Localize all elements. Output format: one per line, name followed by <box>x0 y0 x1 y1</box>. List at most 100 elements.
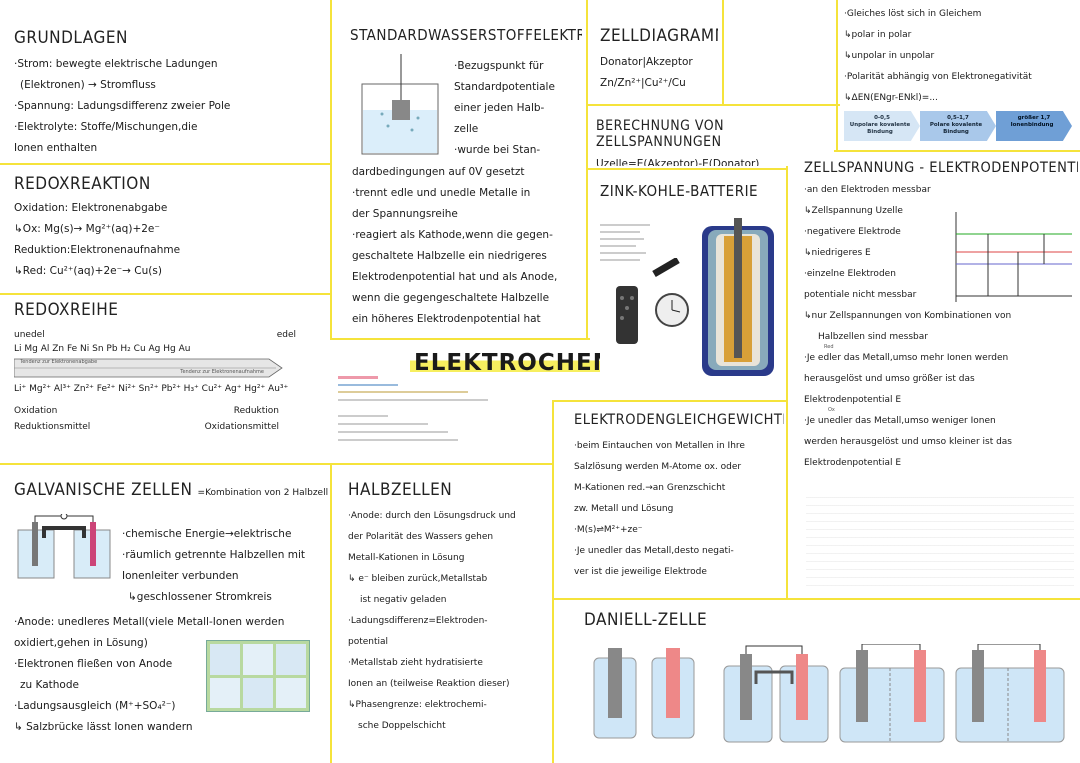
reduktionsmittel-label: Reduktionsmittel <box>14 422 91 432</box>
faint-table <box>806 490 1074 590</box>
zink-heading: ZINK-KOHLE-BATTERIE <box>600 182 759 200</box>
standard-line: ·trennt edle und unedle Metalle in <box>352 187 531 199</box>
redoxreaktion-line: ↳Ox: Mg(s)→ Mg²⁺(aq)+2e⁻ <box>14 223 160 235</box>
halbzellen-line: potential <box>348 637 389 647</box>
gleichgewichte-line: M-Kationen red.→an Grenzschicht <box>574 483 726 493</box>
zelldiagramm-line: Zn/Zn²⁺|Cu²⁺/Cu <box>600 77 686 89</box>
potential-diagram-icon <box>955 212 1072 302</box>
halbzellen-line: ↳ e⁻ bleiben zurück,Metallstab <box>348 574 488 584</box>
divider <box>330 463 332 763</box>
galvanische-line: ·Anode: unedleres Metall(viele Metall-Io… <box>14 616 285 628</box>
zellspannung-line: Elektrodenpotential E <box>804 395 902 405</box>
zellspannung-heading: ZELLSPANNUNG - ELEKTRODENPOTENTIAL <box>804 160 1078 176</box>
divider <box>786 150 1080 152</box>
scale-step: 0-0,5 Unpolare kovalente Bindung <box>844 111 920 141</box>
standard-line: dardbedingungen auf 0V gesetzt <box>352 166 525 178</box>
halbzellen-line: ·Ladungsdifferenz=Elektroden- <box>348 616 488 626</box>
zellspannung-line: ·Je edler das Metall,umso mehr Ionen wer… <box>804 353 1009 363</box>
grundlagen-line: ·Spannung: Ladungsdifferenz zweier Pole <box>14 100 231 112</box>
redoxreihe-panel: REDOXREIHE unedel edel Li Mg Al Zn Fe Ni… <box>14 300 324 460</box>
divider <box>0 463 552 465</box>
flashlight-remote-clock-icon <box>616 258 689 344</box>
scale-step: größer 1,7 Ionenbindung <box>996 111 1072 141</box>
polar-line: ↳polar in polar <box>844 30 912 40</box>
grundlagen-line: Ionen enthalten <box>14 142 98 154</box>
grundlagen-line: ·Elektrolyte: Stoffe/Mischungen,die <box>14 121 198 133</box>
galvanische-line: zu Kathode <box>20 679 79 691</box>
gleichgewichte-line: ·M(s)⇌M²⁺+ze⁻ <box>574 525 643 535</box>
gleichgewichte-line: ver ist die jeweilige Elektrode <box>574 567 707 577</box>
tendency-ox-label: Tendenz zur Elektronenabgabe <box>20 359 98 365</box>
gleichgewichte-line: Salzlösung werden M-Atome ox. oder <box>574 462 742 472</box>
divider <box>0 163 330 165</box>
zelldiagramm-line: Donator|Akzeptor <box>600 56 693 68</box>
standard-line: der Spannungsreihe <box>352 208 458 220</box>
standard-panel: STANDARDWASSERSTOFFELEKTRODE ·Bezugspunk… <box>350 26 582 336</box>
standard-right-line: einer jeden Halb- <box>454 102 545 114</box>
divider <box>552 400 554 763</box>
divider <box>0 293 330 295</box>
divider <box>552 400 788 402</box>
zelldiagramm-panel: ZELLDIAGRAMM Donator|Akzeptor Zn/Zn²⁺|Cu… <box>600 26 718 102</box>
unedel-label: unedel <box>14 330 45 340</box>
standard-line: Elektrodenpotential hat und als Anode, <box>352 271 558 283</box>
galvanische-right-line: ·chemische Energie→elektrische <box>122 528 292 540</box>
scale-step: 0,5-1,7 Polare kovalente Bindung <box>920 111 996 141</box>
metal-series: Li Mg Al Zn Fe Ni Sn Pb H₂ Cu Ag Hg Au <box>14 344 191 354</box>
gleichgewichte-line: ·beim Eintauchen von Metallen in Ihre <box>574 441 745 451</box>
halbzellen-line: der Polarität des Wassers gehen <box>348 532 494 542</box>
divider <box>786 150 788 598</box>
halbzellen-panel: HALBZELLEN ·Anode: durch den Lösungsdruc… <box>348 480 550 760</box>
oxidationsmittel-label: Oxidationsmittel <box>204 422 279 432</box>
redoxreaktion-panel: REDOXREAKTION Oxidation: Elektronenabgab… <box>14 174 324 290</box>
standard-heading: STANDARDWASSERSTOFFELEKTRODE <box>350 26 582 44</box>
halbzellen-line: ·Metallstab zieht hydratisierte <box>348 658 483 668</box>
halbzellen-line: sche Doppelschicht <box>358 721 446 731</box>
divider <box>586 168 786 170</box>
galvanische-right-line: ·räumlich getrennte Halbzellen mit <box>122 549 306 561</box>
galvanic-cell-icon <box>17 512 111 579</box>
tendency-red-label: Tendenz zur Elektronenaufnahme <box>180 369 264 375</box>
battery-legend <box>600 224 650 261</box>
zellspannung-line: Halbzellen sind messbar <box>818 332 928 342</box>
redoxreaktion-line: ↳Red: Cu²⁺(aq)+2e⁻→ Cu(s) <box>14 265 162 277</box>
redoxreihe-heading: REDOXREIHE <box>14 300 119 320</box>
tendency-arrow-icon <box>14 358 283 378</box>
svg-text:+: + <box>735 216 741 218</box>
galvanic-cell-diagram <box>14 512 114 584</box>
daniell-heading: DANIELL-ZELLE <box>584 610 708 630</box>
polar-panel: ·Gleiches löst sich in Gleichem ↳polar i… <box>844 4 1078 148</box>
gleichgewichte-panel: ELEKTRODENGLEICHGEWICHTE ·beim Eintauche… <box>574 412 784 596</box>
zink-panel: ZINK-KOHLE-BATTERIE + <box>600 182 782 397</box>
polar-line: ·Gleiches löst sich in Gleichem <box>844 9 982 19</box>
zellspannung-line: potentiale nicht messbar <box>804 290 917 300</box>
galvanische-line: ↳ Salzbrücke lässt Ionen wandern <box>14 721 193 733</box>
divider <box>330 0 332 340</box>
reduktion-label: Reduktion <box>233 406 279 416</box>
redoxreaktion-line: Oxidation: Elektronenabgabe <box>14 202 168 214</box>
battery-cross-section-icon: + <box>702 216 774 376</box>
halbzellen-line: ↳Phasengrenze: elektrochemi- <box>348 700 487 710</box>
polar-line: ↳unpolar in unpolar <box>844 51 935 61</box>
galvanische-panel: GALVANISCHE ZELLEN =Kombination von 2 Ha… <box>14 480 328 760</box>
galvanische-subheading: =Kombination von 2 Halbzellen <box>197 488 328 498</box>
zellspannung-line: Elektrodenpotential E <box>804 458 902 468</box>
standard-line: ein höheres Elektrodenpotential hat <box>352 313 541 325</box>
galvanische-line: ·Elektronen fließen von Anode <box>14 658 173 670</box>
polar-line: ·Polarität abhängig von Elektronegativit… <box>844 72 1032 82</box>
zellspannung-line: ↳Zellspannung Uzelle <box>804 206 903 216</box>
halbzellen-line: Metall-Kationen in Lösung <box>348 553 465 563</box>
divider <box>722 0 724 104</box>
berechnung-formula: Uzelle=E(Akzeptor)-E(Donator) <box>596 158 760 166</box>
standard-line: ·reagiert als Kathode,wenn die gegen- <box>352 229 553 241</box>
grundlagen-line: (Elektronen) → Stromfluss <box>20 79 156 91</box>
zellspannung-line: herausgelöst und umso größer ist das <box>804 374 975 384</box>
gleichgewichte-line: ·Je unedler das Metall,desto negati- <box>574 546 734 556</box>
standard-right-line: zelle <box>454 123 479 135</box>
redoxreaktion-line: Reduktion:Elektronenaufnahme <box>14 244 181 256</box>
gleichgewichte-heading: ELEKTRODENGLEICHGEWICHTE <box>574 412 784 428</box>
galvanische-right-line: Ionenleiter verbunden <box>122 570 239 582</box>
ion-movement-images <box>206 640 310 712</box>
zellspannung-line: ·negativere Elektrode <box>804 227 901 237</box>
daniell-panel: DANIELL-ZELLE <box>584 610 1078 760</box>
